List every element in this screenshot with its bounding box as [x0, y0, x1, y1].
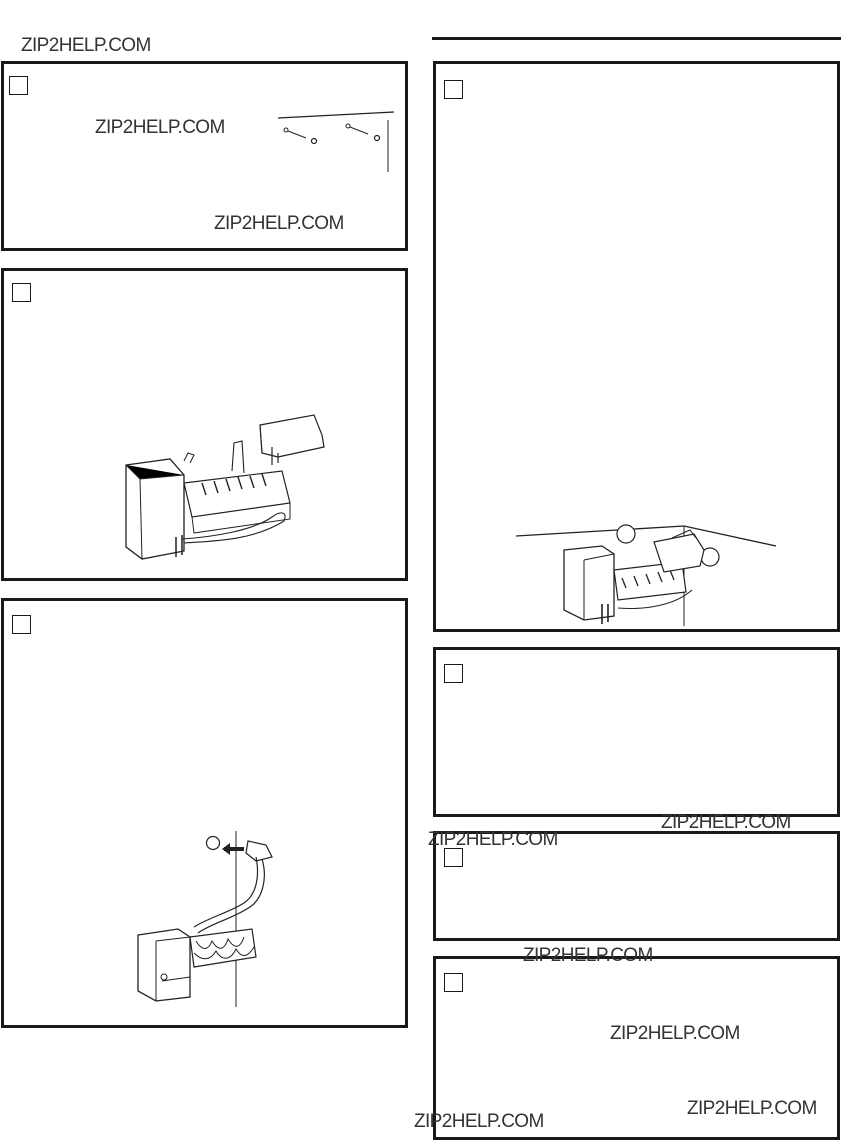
watermark-top-left: ZIP2HELP.COM	[21, 35, 151, 56]
step-number-box-1	[9, 76, 28, 95]
step-panel-2	[1, 268, 408, 581]
step-number-box-2	[12, 283, 31, 302]
step-panel-6	[433, 831, 840, 941]
watermark-panel1-lower: ZIP2HELP.COM	[214, 213, 344, 234]
step-panel-3	[1, 598, 408, 1028]
watermark-mid-lower: ZIP2HELP.COM	[523, 945, 653, 966]
step-number-box-7	[444, 973, 463, 992]
step-number-box-4	[444, 80, 463, 99]
watermark-panel1-upper: ZIP2HELP.COM	[95, 117, 225, 138]
watermark-bottom-right: ZIP2HELP.COM	[687, 1098, 817, 1119]
step-number-box-5	[444, 664, 463, 683]
step-number-box-3	[12, 615, 31, 634]
icemaker-with-fill-cup-illustration	[122, 413, 332, 583]
watermark-bottom-upper: ZIP2HELP.COM	[610, 1023, 740, 1044]
icemaker-wiring-plug-illustration	[132, 829, 292, 1009]
watermark-bottom-center: ZIP2HELP.COM	[414, 1111, 544, 1132]
step-panel-5	[433, 647, 840, 817]
step-number-box-6	[444, 848, 463, 867]
top-right-rule	[432, 37, 841, 40]
watermark-mid-center: ZIP2HELP.COM	[428, 829, 558, 850]
icemaker-installed-illustration	[514, 520, 784, 630]
watermark-mid-right-upper: ZIP2HELP.COM	[661, 812, 791, 833]
step-panel-7	[433, 956, 840, 1140]
step-panel-1	[1, 61, 408, 251]
bracket-screws-illustration	[276, 110, 406, 180]
step-panel-4	[433, 61, 840, 632]
